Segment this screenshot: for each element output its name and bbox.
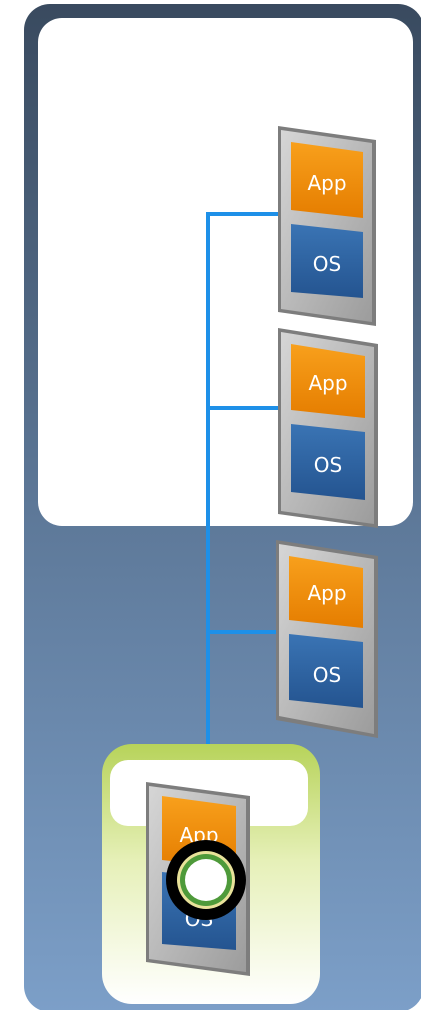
os-label: OS — [313, 252, 341, 276]
app-block — [289, 556, 363, 628]
os-block — [291, 224, 363, 298]
os-label: OS — [313, 663, 341, 687]
app-block — [291, 142, 363, 218]
os-block — [291, 424, 365, 500]
app-label: App — [308, 371, 347, 395]
vm-stack-1: App OS — [278, 126, 376, 326]
ring-marker-icon — [166, 840, 246, 920]
network-connectors — [206, 212, 278, 746]
app-block — [291, 344, 365, 418]
vm-stack-3: App OS — [276, 540, 378, 738]
os-label: OS — [314, 453, 342, 477]
app-label: App — [307, 581, 346, 605]
app-label: App — [307, 171, 346, 195]
os-block — [289, 634, 363, 708]
vm-stack-2: App OS — [278, 328, 378, 528]
